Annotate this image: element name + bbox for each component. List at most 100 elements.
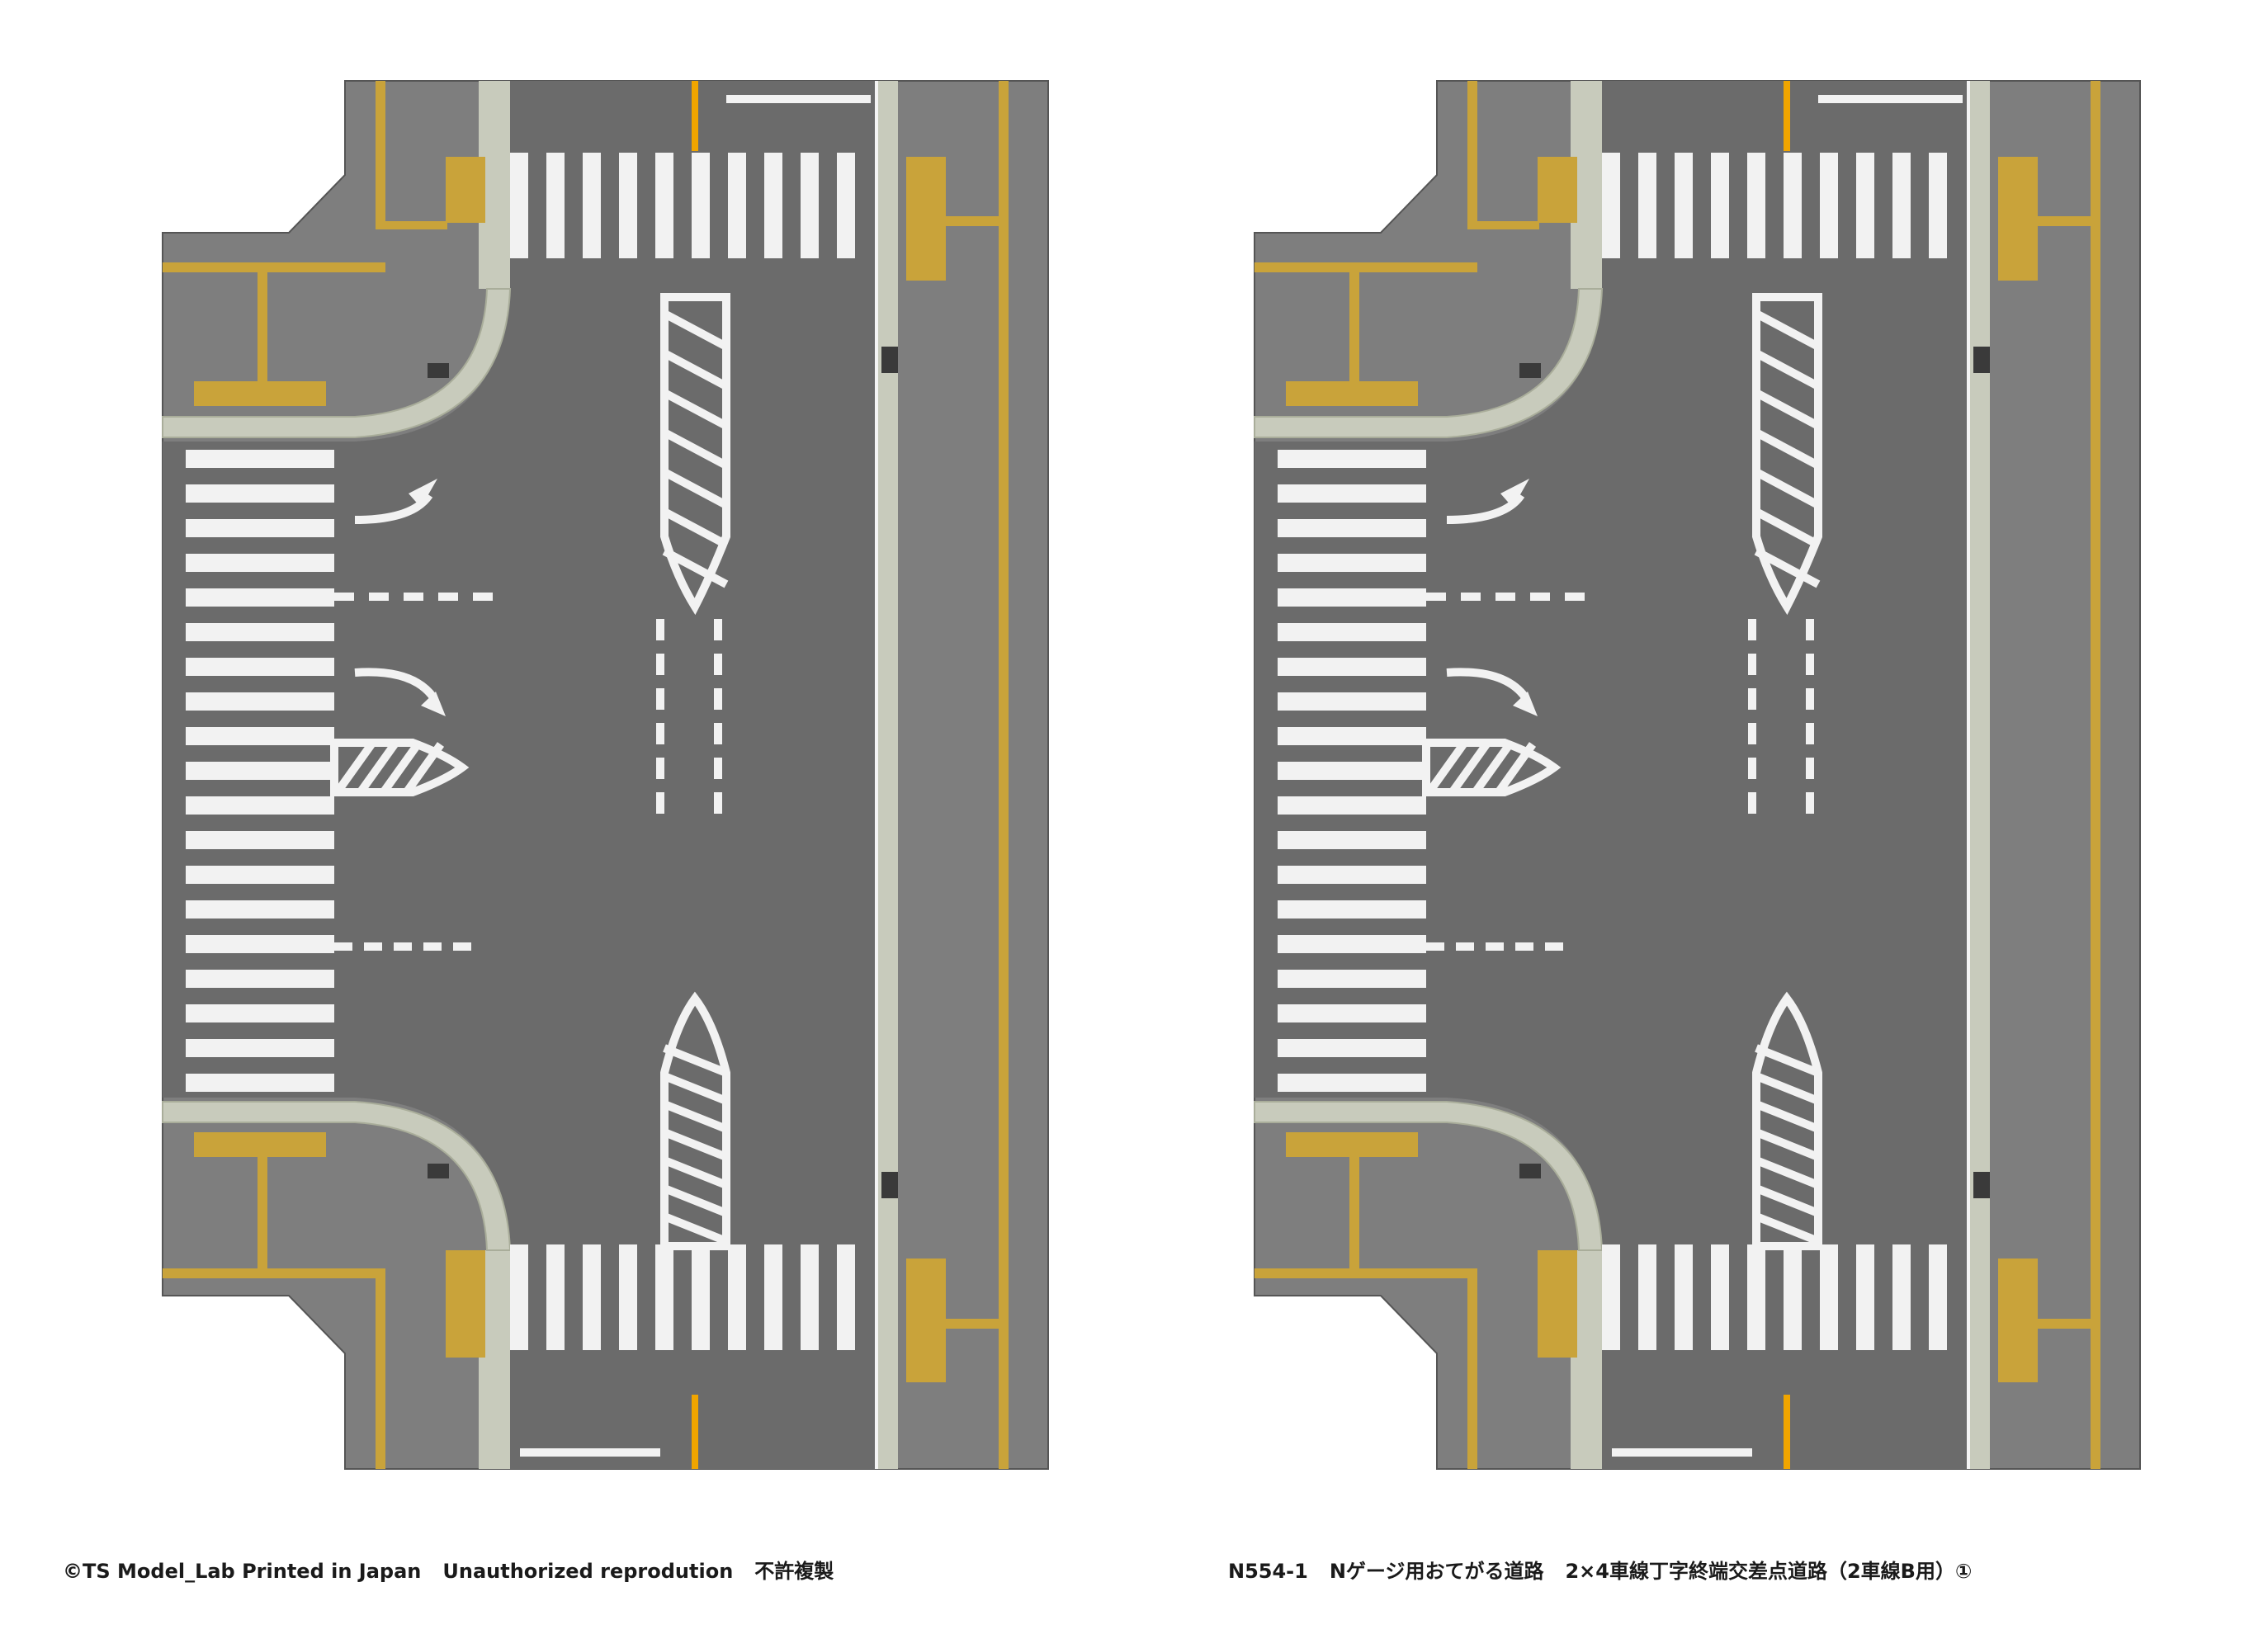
crosswalk-left-stripe [186,935,334,953]
lane-dash-left [1748,792,1756,814]
arm-dash-lower [1456,942,1474,951]
unauthorized-text: Unauthorized reprodution [442,1560,734,1583]
arm-dash-upper [1530,593,1550,601]
tactile-strip-right [999,81,1009,1469]
island-hatch [334,742,376,793]
crosswalk-left-stripe [1278,866,1426,884]
crosswalk-left-stripe [186,970,334,988]
curb-corner-lower [162,1101,512,1251]
island-lower [660,991,730,1250]
island-left [1422,739,1562,796]
crosswalk-left-stripe [1278,484,1426,503]
crosswalk-left-stripe [186,484,334,503]
lane-dash-right [714,688,722,710]
crosswalk-top-stripe [837,153,855,258]
crosswalk-top-stripe [1675,153,1693,258]
crosswalk-bottom-stripe [510,1244,528,1350]
lane-dash-left [1748,723,1756,744]
island-hatch [663,1184,728,1217]
island-hatch [1755,1100,1820,1133]
island-hatch [1754,468,1821,509]
turn-arrow-right-shaft [354,668,437,701]
tactile-upper-horizontal [1254,262,1477,272]
crosswalk-bottom-stripe [728,1244,746,1350]
crosswalk-left-stripe [186,692,334,711]
tactile-lower-horizontal [163,1268,385,1278]
arm-dash-lower [1486,942,1504,951]
island-hatch [663,1044,728,1077]
crosswalk-left-stripe [186,588,334,607]
island-hatch [663,1100,728,1133]
arm-dash-lower [394,942,412,951]
lane-dash-right [1806,688,1814,710]
stop-line-top [1818,95,1963,103]
crosswalk-bottom-stripe [1675,1244,1693,1350]
stop-line-top [726,95,871,103]
crosswalk-left-stripe [1278,519,1426,537]
crosswalk-bottom-stripe [1892,1244,1911,1350]
crosswalk-bottom-stripe [1638,1244,1656,1350]
curb-right [875,81,898,1469]
lane-dash-left [1748,654,1756,675]
crosswalk-left-stripe [186,623,334,641]
crosswalk-bottom-stripe [655,1244,673,1350]
island-hatch [662,508,729,549]
crosswalk-left-stripe [186,519,334,537]
island-hatch [1472,742,1514,793]
crosswalk-left-stripe [1278,588,1426,607]
crosswalk-left-stripe [186,727,334,745]
island-hatch [1754,349,1821,390]
island-hatch [662,349,729,390]
crosswalk-bottom-stripe [1856,1244,1874,1350]
curb-corner-upper [1254,288,1604,438]
drain-lower-left [428,1164,449,1178]
crosswalk-left-stripe [1278,554,1426,572]
island-hatch [1754,428,1821,470]
island-hatch [662,389,729,430]
drain-upper-right [881,347,898,373]
lane-dash-right [714,792,722,814]
crosswalk-top-stripe [619,153,637,258]
lane-dash-right [1806,723,1814,744]
island-hatch [380,742,422,793]
crosswalk-left-stripe [186,762,334,780]
crosswalk-left-stripe [186,796,334,815]
crosswalk-bottom-stripe [837,1244,855,1350]
drain-lower-right [1973,1172,1990,1198]
lane-dash-left [1748,688,1756,710]
island-hatch [1754,547,1821,588]
tactile-top-vertical [1467,81,1477,229]
curb-corner-lower [1254,1101,1604,1251]
no-copy-text: 不許複製 [754,1560,834,1583]
curb-right [1967,81,1990,1469]
arm-dash-upper [438,593,458,601]
crosswalk-left-stripe [1278,831,1426,849]
tactile-lower-stem [258,1157,267,1268]
arm-dash-upper [473,593,493,601]
arm-dash-lower [453,942,471,951]
island-hatch [663,1212,728,1245]
island-left [330,739,470,796]
crosswalk-left-stripe [1278,658,1426,676]
crosswalk-left-stripe [1278,450,1426,468]
arm-dash-lower [423,942,442,951]
arm-dash-upper [1565,593,1585,601]
bollard-bottom [692,1395,698,1469]
island-hatch [1754,389,1821,430]
crosswalk-top-stripe [764,153,782,258]
crosswalk-bottom-stripe [1747,1244,1765,1350]
crosswalk-top-stripe [655,153,673,258]
island-hatch [1755,1128,1820,1161]
crosswalk-left-stripe [186,554,334,572]
lane-dash-right [1806,654,1814,675]
tactile-branch-right-bottom [946,1319,999,1329]
island-hatch [1755,1184,1820,1217]
crosswalk-left-stripe [1278,692,1426,711]
crosswalk-left-stripe [186,1039,334,1057]
lane-dash-left [656,758,664,779]
crosswalk-top-stripe [728,153,746,258]
lane-dash-left [656,654,664,675]
